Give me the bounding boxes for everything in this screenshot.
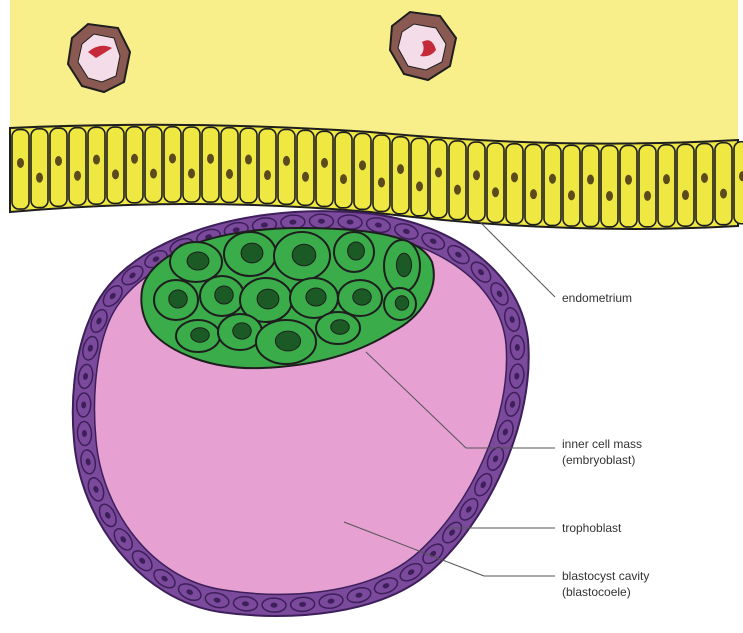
epithelial-nucleus (530, 189, 537, 199)
epithelial-cell (50, 128, 67, 206)
epithelial-cell (88, 127, 105, 204)
epithelial-cell (639, 145, 656, 227)
epithelial-nucleus (321, 158, 328, 168)
epithelial-nucleus (720, 189, 727, 199)
epithelial-cell (69, 128, 86, 205)
embryoblast-label: (embryoblast) (562, 452, 635, 468)
inner-cell-mass-nucleus (396, 253, 411, 276)
blastocoele-label: (blastocoele) (562, 584, 631, 600)
epithelial-cell (373, 135, 390, 211)
epithelial-cell (525, 144, 542, 224)
epithelial-nucleus (473, 170, 480, 180)
epithelial-nucleus (359, 160, 366, 170)
epithelial-nucleus (245, 155, 252, 165)
epithelial-nucleus (226, 169, 233, 179)
epithelial-cell (31, 129, 48, 208)
epithelial-nucleus (131, 154, 138, 164)
epithelial-cell (12, 130, 29, 210)
epithelial-nucleus (302, 172, 309, 182)
epithelial-nucleus (416, 181, 423, 191)
epithelial-cell (658, 145, 675, 227)
epithelial-nucleus (378, 177, 385, 187)
epithelial-nucleus (625, 175, 632, 185)
epithelial-nucleus (511, 172, 518, 182)
epithelial-cell (221, 128, 238, 203)
epithelial-cell (411, 138, 428, 216)
epithelial-nucleus (644, 191, 651, 201)
epithelial-cell (468, 142, 485, 221)
epithelial-nucleus (207, 154, 214, 164)
inner-cell-mass-nucleus (306, 288, 326, 306)
inner-cell-mass-nucleus (233, 323, 251, 339)
trophoblast-label: trophoblast (562, 520, 621, 536)
inner-cell-mass-nucleus (187, 252, 209, 270)
epithelial-cell (430, 140, 447, 218)
epithelial-nucleus (606, 191, 613, 201)
epithelial-cell (183, 127, 200, 202)
inner-cell-mass-nucleus (257, 289, 279, 309)
inner-cell-mass-nucleus (241, 243, 263, 263)
epithelial-nucleus (663, 174, 670, 184)
endometrium-label: endometrium (562, 290, 632, 306)
epithelial-cell (259, 129, 276, 204)
epithelial-cell (145, 127, 162, 203)
epithelial-cell (563, 145, 580, 226)
epithelial-cell (335, 132, 352, 207)
epithelial-cell (126, 127, 143, 203)
epithelial-cell (506, 144, 523, 224)
epithelial-nucleus (397, 164, 404, 174)
epithelial-nucleus (435, 168, 442, 178)
inner-cell-mass-nucleus (348, 242, 365, 260)
epithelial-cell (715, 143, 732, 225)
epithelial-nucleus (587, 175, 594, 185)
epithelial-nucleus (112, 169, 119, 179)
inner-cell-mass-nucleus (395, 296, 408, 310)
epithelial-cell (316, 131, 333, 206)
blastocyst-cavity-label: blastocyst cavity (562, 568, 649, 584)
epithelial-cell (677, 144, 694, 226)
epithelial-cell (354, 134, 371, 210)
epithelial-cell (487, 143, 504, 222)
epithelial-nucleus (150, 169, 157, 179)
epithelial-nucleus (93, 155, 100, 165)
epithelial-cell (278, 130, 295, 205)
inner-cell-mass-nucleus (292, 244, 316, 266)
epithelial-nucleus (283, 156, 290, 166)
epithelial-nucleus (264, 170, 271, 180)
inner-cell-mass-nucleus (169, 290, 187, 308)
epithelial-nucleus (36, 173, 43, 183)
epithelial-cell (449, 141, 466, 220)
inner-cell-mass-label: inner cell mass (562, 436, 642, 452)
epithelial-cell (620, 145, 637, 226)
epithelial-nucleus (340, 174, 347, 184)
epithelial-cell (202, 127, 219, 202)
epithelial-cell (696, 144, 713, 226)
epithelial-nucleus (188, 169, 195, 179)
inner-cell-mass-nucleus (275, 331, 300, 351)
inner-cell-mass-nucleus (191, 328, 209, 342)
epithelial-nucleus (74, 171, 81, 181)
epithelial-cell (107, 127, 124, 203)
epithelial-nucleus (17, 158, 24, 168)
epithelial-cell (582, 146, 599, 227)
epithelial-cell (544, 145, 561, 225)
epithelial-nucleus (701, 173, 708, 183)
epithelial-nucleus (55, 156, 62, 166)
epithelial-cell (734, 142, 743, 224)
epithelial-cell (164, 127, 181, 202)
epithelial-nucleus (492, 187, 499, 197)
epithelial-nucleus (568, 190, 575, 200)
inner-cell-mass-nucleus (331, 320, 349, 334)
epithelial-cell (392, 137, 409, 214)
inner-cell-mass-nucleus (215, 286, 233, 304)
inner-cell-mass-nucleus (353, 289, 371, 305)
epithelial-cell (601, 146, 618, 227)
epithelial-nucleus (169, 153, 176, 163)
epithelial-nucleus (454, 185, 461, 195)
epithelial-cell (297, 130, 314, 205)
epithelial-cell (240, 128, 257, 203)
epithelial-nucleus (549, 174, 556, 184)
epithelial-nucleus (682, 190, 689, 200)
